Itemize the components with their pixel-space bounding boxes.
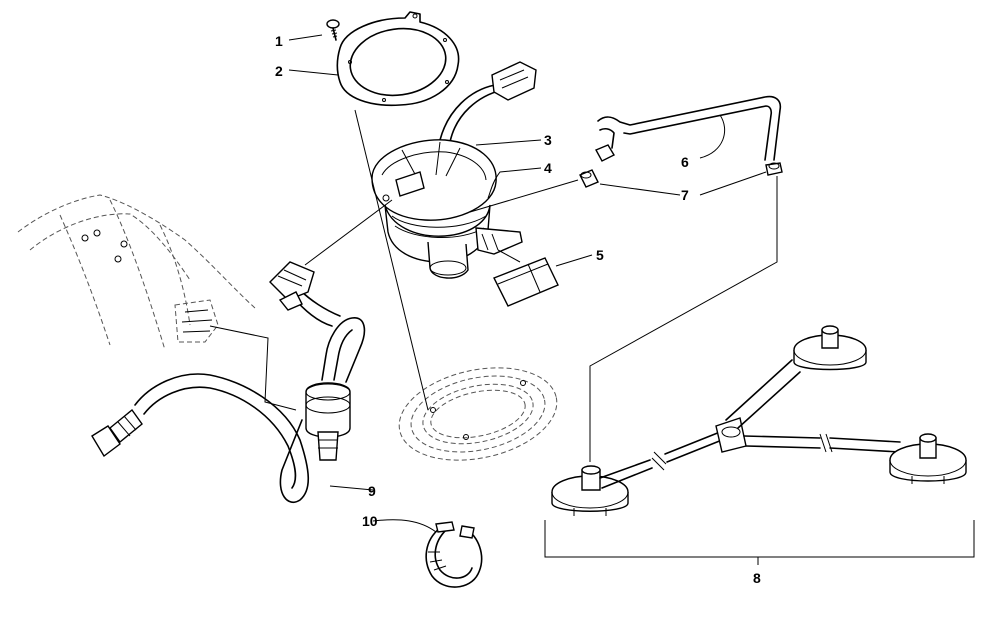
callout-labels: 1 2 3 4 5 6 7 8 9 10 bbox=[275, 33, 761, 586]
vent-hose-part-6 bbox=[595, 95, 782, 162]
callout-2: 2 bbox=[275, 63, 283, 79]
callout-7: 7 bbox=[681, 187, 689, 203]
tank-ring-ghost bbox=[398, 367, 558, 461]
callout-1: 1 bbox=[275, 33, 283, 49]
fuel-hose-part-9 bbox=[91, 261, 366, 503]
callout-8: 8 bbox=[753, 570, 761, 586]
clamp-part-7 bbox=[579, 162, 783, 188]
clamp-part-10 bbox=[425, 521, 483, 588]
fuel-pump-assembly bbox=[371, 61, 537, 279]
callout-10: 10 bbox=[362, 513, 378, 529]
callout-3: 3 bbox=[544, 132, 552, 148]
gasket-part-2 bbox=[336, 11, 460, 107]
float-part-5 bbox=[493, 249, 559, 307]
leader-lines bbox=[209, 34, 975, 565]
screw-part-1 bbox=[326, 19, 340, 41]
callout-9: 9 bbox=[368, 483, 376, 499]
callout-4: 4 bbox=[544, 160, 552, 176]
callout-6: 6 bbox=[681, 154, 689, 170]
rollover-valve-assembly-part-8 bbox=[551, 325, 967, 516]
frame-ghost-outline bbox=[17, 194, 256, 351]
callout-5: 5 bbox=[596, 247, 604, 263]
